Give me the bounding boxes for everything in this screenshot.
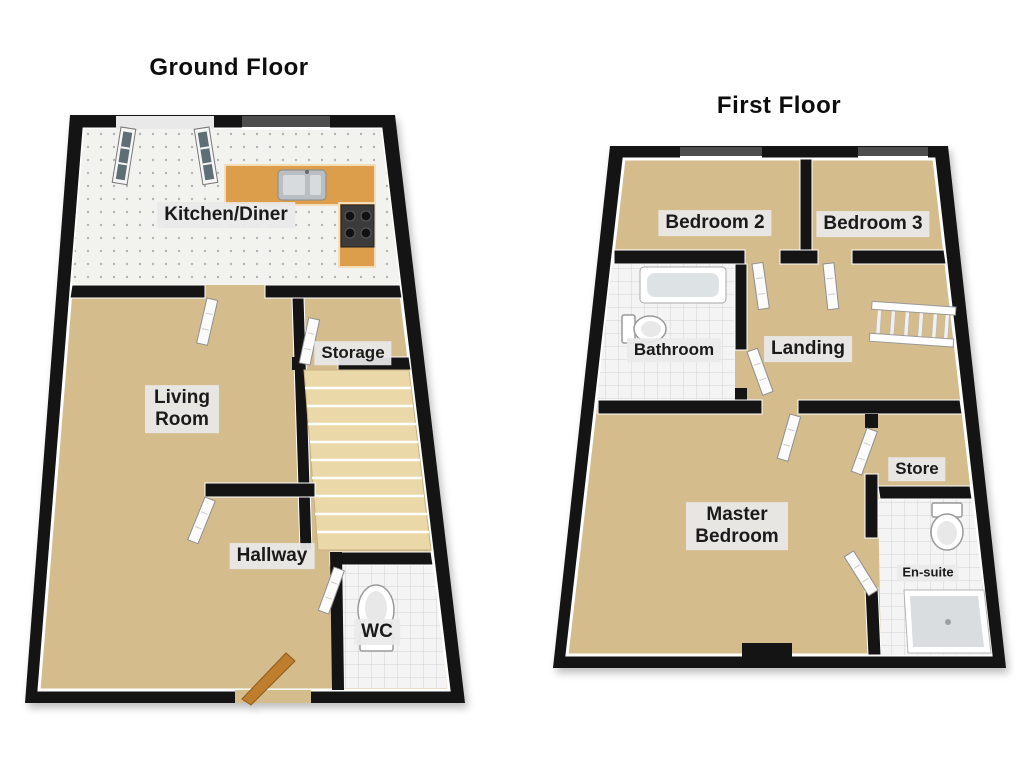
bathroom-wall [734, 263, 748, 400]
room-label-bathroom: Bathroom [626, 338, 722, 362]
kitchen-living-wall [69, 284, 403, 299]
chimney-recess [742, 643, 792, 668]
room-label-kitchen-diner: Kitchen/Diner [157, 202, 295, 228]
bedrooms-front-wall [613, 249, 947, 265]
room-label-living-room: Living Room [145, 385, 219, 433]
shower-icon [903, 589, 992, 654]
ground-floor-title: Ground Floor [149, 54, 309, 81]
room-label-store: Store [888, 457, 946, 481]
ground-floor-plan [25, 115, 465, 706]
room-label-landing: Landing [764, 336, 852, 362]
room-label-bedroom-2: Bedroom 2 [658, 210, 772, 236]
first-floor-plan [553, 146, 1006, 668]
sink-icon [277, 169, 327, 201]
french-doors-icon [111, 116, 219, 186]
bedroom2-window [680, 147, 762, 159]
room-label-en-suite: En-suite [897, 564, 959, 582]
stairs [303, 369, 432, 551]
room-label-hallway: Hallway [229, 543, 315, 569]
store-ensuite-wall [877, 485, 973, 500]
stove-icon [340, 204, 375, 248]
kitchen-window [242, 116, 330, 130]
stair-railing-icon [868, 300, 957, 348]
room-label-master-bedroom: Master Bedroom [686, 502, 788, 550]
room-label-storage: Storage [314, 341, 392, 365]
bath-icon [639, 266, 727, 304]
room-label-bedroom-3: Bedroom 3 [816, 211, 930, 237]
front-door-icon [235, 652, 311, 706]
landing-master-wall [597, 399, 963, 415]
bedroom3-window [858, 147, 928, 159]
living-hallway-wall [204, 482, 316, 498]
room-label-wc: WC [354, 619, 400, 645]
ensuite-toilet-icon [930, 502, 964, 551]
bedroom-divider-wall [799, 158, 813, 263]
first-floor-title: First Floor [716, 92, 842, 119]
